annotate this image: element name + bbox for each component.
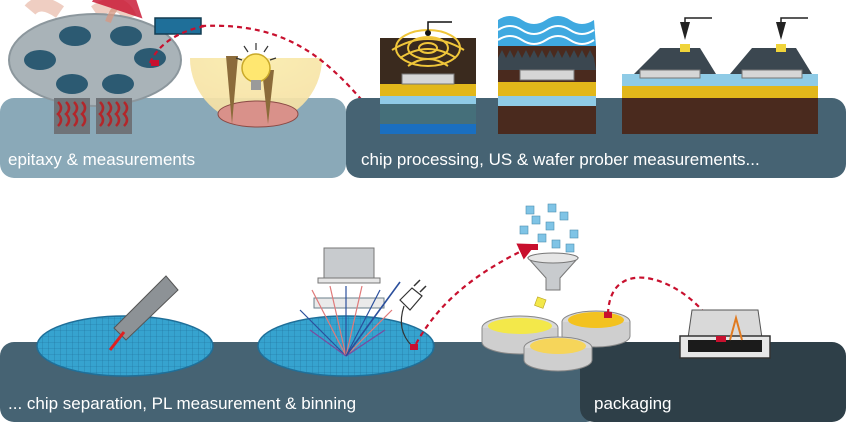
package-icon [679,309,771,359]
ultrasound-icon [380,21,476,134]
wave-chip-icon [497,16,596,134]
detector-icon [257,247,435,377]
laser-icon [36,275,214,377]
packaging-panel [580,342,846,422]
funnel-icon [519,203,580,291]
plug-icon [399,279,427,350]
packaging-label: packaging [594,394,672,413]
separation-label: ... chip separation, PL measurement & bi… [8,394,357,413]
wafer-carrier-icon [8,0,182,107]
sample-marker [151,60,159,66]
flow-arrow-2 [415,243,536,345]
heater-icon [54,98,132,134]
probe-needle-icon [622,17,818,134]
wafer-sample-icon [154,17,202,35]
processing-label: chip processing, US & wafer prober measu… [361,150,760,169]
flow-arrow-1 [200,24,383,126]
chip-bin-icon [481,296,631,372]
epitaxy-label: epitaxy & measurements [8,150,196,169]
light-bulb-icon [190,43,322,128]
